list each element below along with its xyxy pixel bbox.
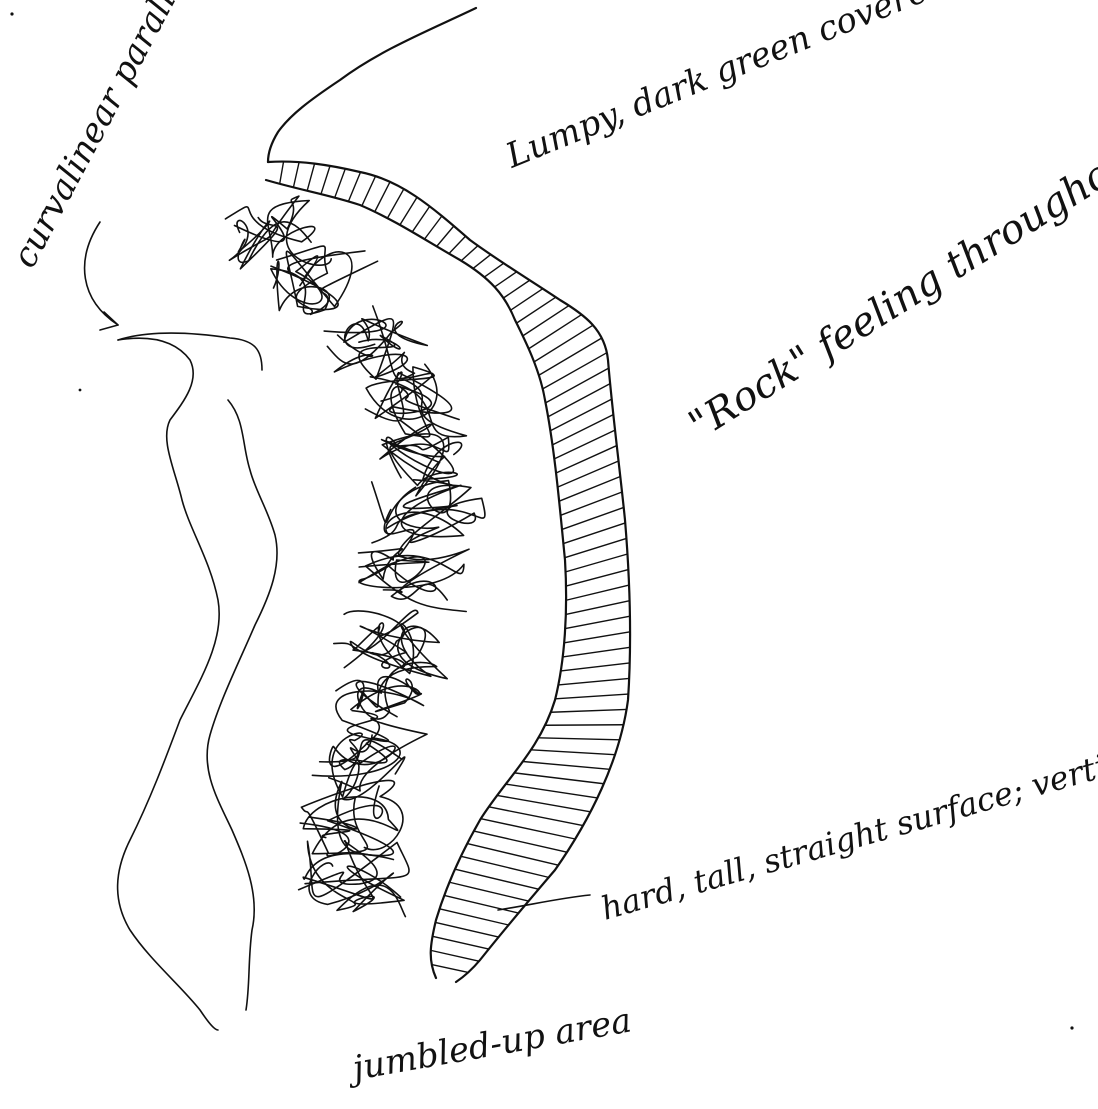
hatch-line xyxy=(449,236,466,253)
hatch-line xyxy=(431,950,479,961)
hatch-line xyxy=(538,738,619,740)
hatch-line xyxy=(552,415,613,445)
hatch-line xyxy=(280,162,284,184)
annotation-curvilinear: curvalinear parallel lines xyxy=(5,0,243,274)
annotation-hard-surface: hard, tall, straight surface; vertical xyxy=(597,734,1098,928)
hatch-line xyxy=(435,922,498,937)
hatch-line xyxy=(561,663,630,671)
hatch-line xyxy=(548,384,610,417)
annotation-rock: "Rock" feeling throughout scene. xyxy=(681,54,1098,449)
hatch-line xyxy=(473,255,491,269)
hatch-line xyxy=(529,315,582,349)
hatch-line xyxy=(555,694,628,699)
curvilinear-arrowhead xyxy=(100,312,118,330)
hatch-line xyxy=(551,709,627,712)
scribble-stroke xyxy=(382,434,455,496)
hatch-line xyxy=(545,725,623,726)
hatch-line xyxy=(461,246,478,261)
hatch-line xyxy=(556,446,617,473)
scribble-stroke xyxy=(329,719,427,791)
hatch-line xyxy=(523,306,569,336)
hatch-line xyxy=(400,197,417,225)
hatch-line xyxy=(362,176,376,206)
scribble-stroke xyxy=(309,782,393,856)
hatch-line xyxy=(503,280,529,298)
hatch-line xyxy=(348,172,360,201)
hatch-line xyxy=(564,632,630,643)
hatch-line xyxy=(563,647,630,657)
scribble-stroke xyxy=(372,481,471,556)
hatch-line xyxy=(554,430,615,459)
parallel-line-inner xyxy=(207,400,277,1010)
hatch-line xyxy=(444,895,518,913)
stray-dot xyxy=(79,389,82,392)
hatch-line xyxy=(558,678,629,684)
hatch-line xyxy=(432,965,469,973)
jumbled-scribble xyxy=(225,196,485,917)
annotation-jumbled: jumbled-up area xyxy=(343,1000,635,1090)
hatch-line xyxy=(539,338,602,375)
hatch-line xyxy=(449,882,528,901)
hatch-line xyxy=(534,325,593,362)
scribble-stroke xyxy=(225,201,331,266)
hatch-line xyxy=(546,368,609,403)
hatch-line xyxy=(531,750,615,755)
cliff-band-inner xyxy=(266,180,566,978)
hatch-line xyxy=(425,216,442,239)
hatch-line xyxy=(484,263,503,277)
hatch-line xyxy=(412,206,429,232)
hatch-line xyxy=(432,936,488,949)
hatch-line xyxy=(566,570,628,587)
stray-dot xyxy=(10,12,13,15)
annotation-lumpy: Lumpy, dark green covered xyxy=(499,0,953,177)
hatch-line xyxy=(387,189,403,218)
stray-dot xyxy=(1070,1026,1073,1029)
hatch-line xyxy=(517,297,556,323)
hatch-line xyxy=(335,169,346,198)
hatch-line xyxy=(543,353,607,389)
hatch-line xyxy=(506,784,598,798)
hatch-line xyxy=(566,601,630,615)
parallel-line-outer xyxy=(118,338,220,1030)
hatch-line xyxy=(514,773,603,784)
hatch-line xyxy=(565,538,627,557)
ridge-top-line xyxy=(268,8,476,162)
curvilinear-arrow xyxy=(85,222,118,325)
hatch-line xyxy=(440,909,509,925)
hatch-line xyxy=(437,226,454,246)
hatch-line xyxy=(511,289,543,311)
hatch-line xyxy=(558,461,619,487)
hatch-line xyxy=(293,162,299,187)
hatch-line xyxy=(559,476,620,501)
hatch-line xyxy=(495,272,517,287)
hatch-line xyxy=(566,554,628,572)
hatch-line xyxy=(497,795,590,811)
hatch-line xyxy=(566,585,629,600)
hatch-line xyxy=(565,616,630,628)
hatch-line xyxy=(307,164,314,191)
hatch-line xyxy=(375,182,390,212)
hatch-line xyxy=(523,762,610,770)
hatch-line xyxy=(321,166,330,194)
hatch-line xyxy=(550,399,611,431)
